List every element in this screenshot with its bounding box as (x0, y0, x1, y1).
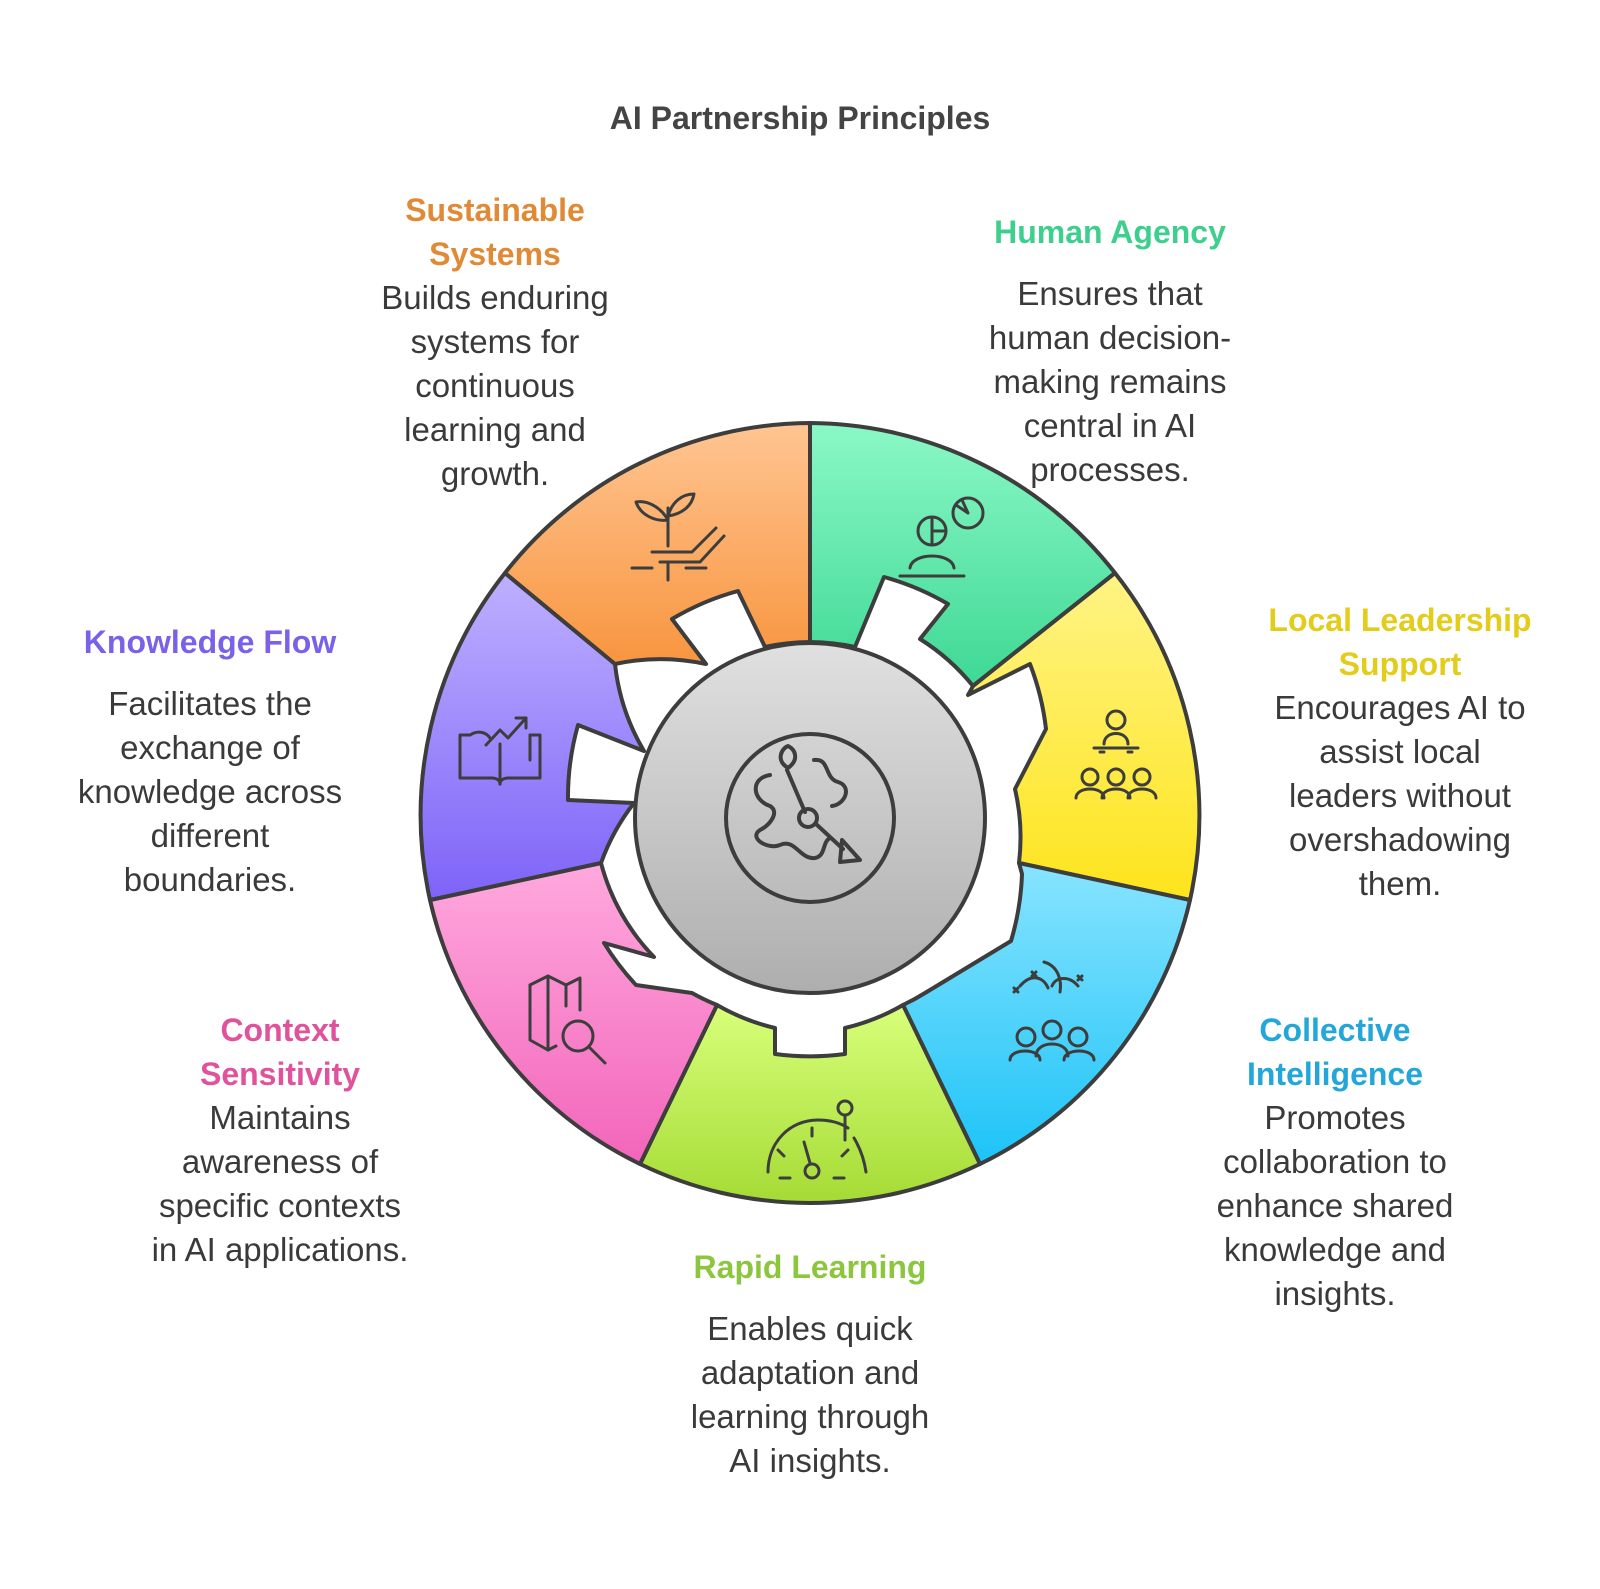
label-context-sensitivity: Context Sensitivity Maintains awareness … (115, 1008, 445, 1272)
description-line: collaboration to (1223, 1143, 1447, 1180)
description-line: leaders without (1289, 777, 1511, 814)
page-title: AI Partnership Principles (609, 100, 991, 136)
description-line: them. (1358, 865, 1442, 902)
heading-collective-intelligence-2: Intelligence (1246, 1056, 1424, 1092)
strategy-path-icon (753, 744, 862, 864)
description-line: AI insights. (729, 1442, 891, 1479)
center-hub-ring (724, 732, 896, 904)
heading-sustainable-systems: Sustainable (405, 192, 585, 228)
map-search-icon (528, 974, 607, 1065)
description-line: in AI applications. (151, 1231, 409, 1268)
description-line: awareness of (181, 1143, 379, 1180)
description-line: Builds enduring (381, 279, 609, 316)
description-line: Encourages AI to (1274, 689, 1526, 726)
heading-sustainable-systems-2: Systems (429, 236, 561, 272)
description-line: Promotes (1264, 1099, 1406, 1136)
heading-context-sensitivity-2: Sensitivity (199, 1056, 361, 1092)
description-line: knowledge and (1223, 1231, 1446, 1268)
description-line: assist local (1319, 733, 1481, 770)
description-line: boundaries. (123, 861, 297, 898)
label-knowledge-flow: Knowledge Flow Facilitates the exchange … (50, 620, 370, 902)
team-ideas-icon (1008, 960, 1096, 1062)
heading-human-agency: Human Agency (994, 214, 1226, 250)
label-sustainable-systems: Sustainable Systems Builds enduring syst… (335, 188, 655, 496)
description-line: Ensures that (1017, 275, 1203, 312)
description-line: Maintains (209, 1099, 351, 1136)
description-line: growth. (440, 455, 550, 492)
heading-knowledge-flow: Knowledge Flow (83, 624, 337, 660)
heading-context-sensitivity: Context (220, 1012, 340, 1048)
description-line: making remains (993, 363, 1227, 400)
description-line: adaptation and (700, 1354, 920, 1391)
heading-rapid-learning: Rapid Learning (693, 1249, 927, 1285)
label-collective-intelligence: Collective Intelligence Promotes collabo… (1175, 1008, 1495, 1316)
description-line: overshadowing (1289, 821, 1511, 858)
description-line: different (150, 817, 270, 854)
description-line: continuous (415, 367, 575, 404)
segment-collective-intelligence (901, 861, 1192, 1166)
description-line: exchange of (120, 729, 300, 766)
description-line: learning through (690, 1398, 930, 1435)
description-line: processes. (1030, 451, 1190, 488)
description-line: Facilitates the (108, 685, 312, 722)
description-line: human decision- (988, 319, 1232, 356)
heading-collective-intelligence: Collective (1259, 1012, 1411, 1048)
leader-group-icon (1074, 709, 1158, 800)
description-line: specific contexts (158, 1187, 402, 1224)
description-line: Enables quick (707, 1310, 913, 1347)
label-local-leadership: Local Leadership Support Encourages AI t… (1235, 598, 1565, 906)
description-line: learning and (404, 411, 586, 448)
description-line: knowledge across (77, 773, 343, 810)
open-book-growth-icon (458, 716, 542, 786)
description-line: enhance shared (1216, 1187, 1454, 1224)
description-line: systems for (410, 323, 580, 360)
hand-plant-icon (630, 492, 726, 582)
speedometer-icon (766, 1099, 868, 1180)
center-hub (633, 641, 987, 995)
description-line: insights. (1274, 1275, 1396, 1312)
person-decision-icon (898, 496, 985, 578)
description-line: central in AI (1023, 407, 1197, 444)
heading-local-leadership-2: Support (1338, 646, 1462, 682)
label-rapid-learning: Rapid Learning Enables quick adaptation … (645, 1245, 975, 1483)
heading-local-leadership: Local Leadership (1268, 602, 1532, 638)
label-human-agency: Human Agency Ensures that human decision… (960, 210, 1260, 492)
